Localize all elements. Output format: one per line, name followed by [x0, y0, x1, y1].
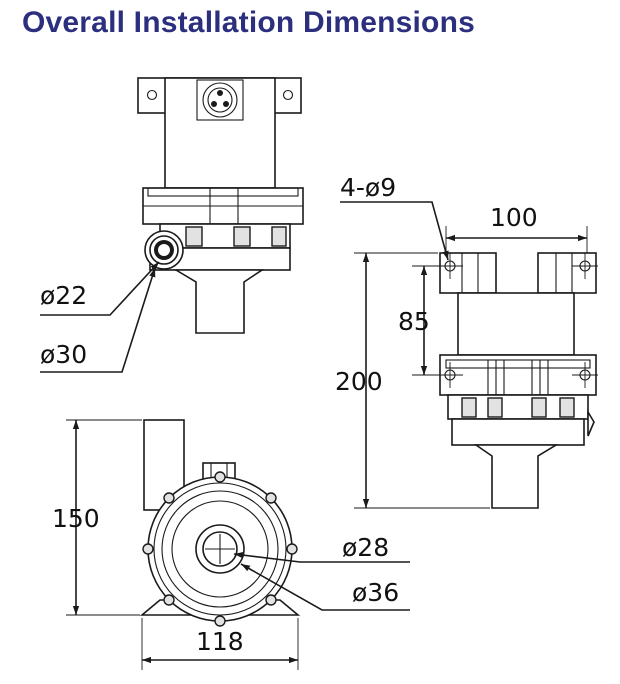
top-view: ø22 ø30	[40, 77, 304, 373]
junction-box	[164, 77, 276, 189]
leader-4-d9	[340, 201, 449, 261]
clamp-upper-left	[439, 252, 497, 294]
ear-hole-left	[146, 89, 158, 101]
label-100: 100	[490, 203, 538, 232]
page-title: Overall Installation Dimensions	[22, 6, 475, 39]
label-4-d9: 4-ø9	[340, 173, 396, 202]
probe-stem	[173, 269, 265, 334]
leader-d36	[240, 563, 410, 611]
leader-d30	[40, 267, 156, 373]
label-d22: ø22	[40, 281, 87, 310]
label-118: 118	[196, 627, 244, 656]
side-stem	[473, 444, 559, 509]
label-85: 85	[398, 307, 430, 336]
label-d28: ø28	[342, 533, 389, 562]
cable-gland-icon	[144, 230, 184, 270]
ear-hole-right	[282, 89, 294, 101]
label-200: 200	[335, 367, 383, 396]
label-d30: ø30	[40, 340, 87, 369]
middle-flange	[439, 354, 597, 396]
label-150: 150	[52, 504, 100, 533]
leader-d22	[40, 261, 160, 316]
side-view: 100 4-ø9 85 200	[335, 173, 598, 509]
central-tube	[457, 292, 575, 356]
side-lower-body	[451, 418, 585, 446]
mounting-hole-icons	[437, 253, 598, 388]
label-d36: ø36	[352, 578, 399, 607]
clamp-upper-right	[537, 252, 597, 294]
leader-d28	[233, 551, 410, 563]
connector-icon	[196, 79, 244, 121]
end-view: ø28 ø36 150 118	[52, 419, 410, 670]
